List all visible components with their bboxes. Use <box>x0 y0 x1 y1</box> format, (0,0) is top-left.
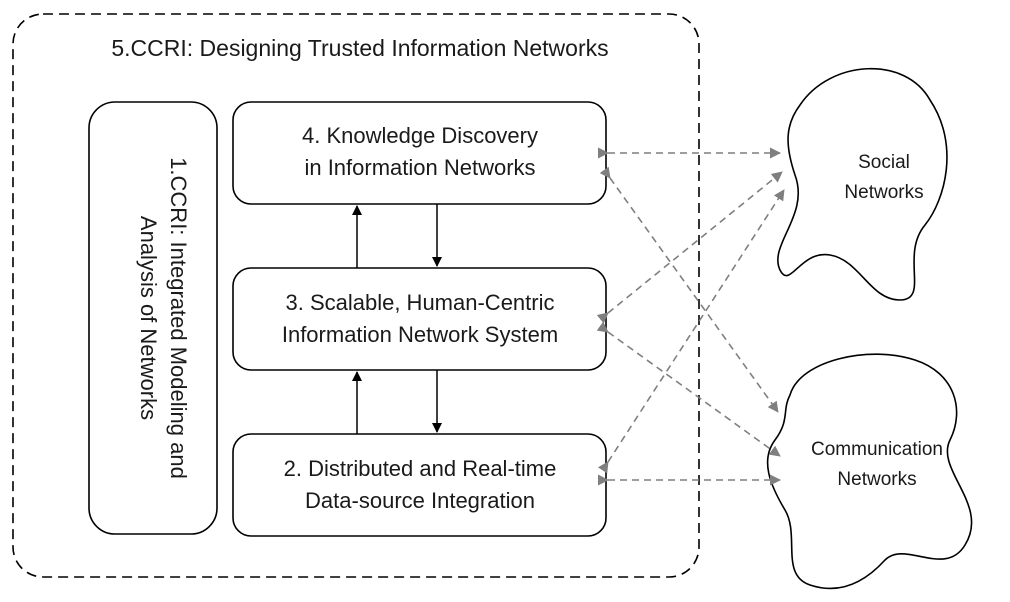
social-cloud-line1: Social <box>858 152 910 173</box>
box-data-integration <box>232 433 607 537</box>
box4-line2: in Information Networks <box>304 155 535 180</box>
box-knowledge-discovery <box>232 101 607 205</box>
box4-line1: 4. Knowledge Discovery <box>302 123 538 148</box>
side-box-line2: Analysis of Networks <box>136 216 161 420</box>
box-scalable-system <box>232 267 607 371</box>
side-box-line1: 1.CCRI: Integrated Modeling and <box>166 157 191 479</box>
side-box <box>88 101 218 535</box>
social-networks-cloud <box>777 67 948 301</box>
dashed-arrow-box2-social <box>597 189 785 474</box>
box2-line1: 2. Distributed and Real-time <box>284 456 557 481</box>
dashed-arrow-box4-comm <box>599 166 779 413</box>
outer-dashed-container <box>12 13 700 578</box>
social-cloud-line2: Networks <box>844 182 923 203</box>
box3-line2: Information Network System <box>282 322 558 347</box>
comm-cloud-line1: Communication <box>811 439 943 460</box>
box3-line1: 3. Scalable, Human-Centric <box>285 290 554 315</box>
dashed-arrow-box3-comm <box>596 321 781 457</box>
outer-title: 5.CCRI: Designing Trusted Information Ne… <box>111 35 608 61</box>
box2-line2: Data-source Integration <box>305 488 535 513</box>
comm-cloud-line2: Networks <box>837 469 916 490</box>
dashed-arrow-box3-social <box>596 171 783 324</box>
